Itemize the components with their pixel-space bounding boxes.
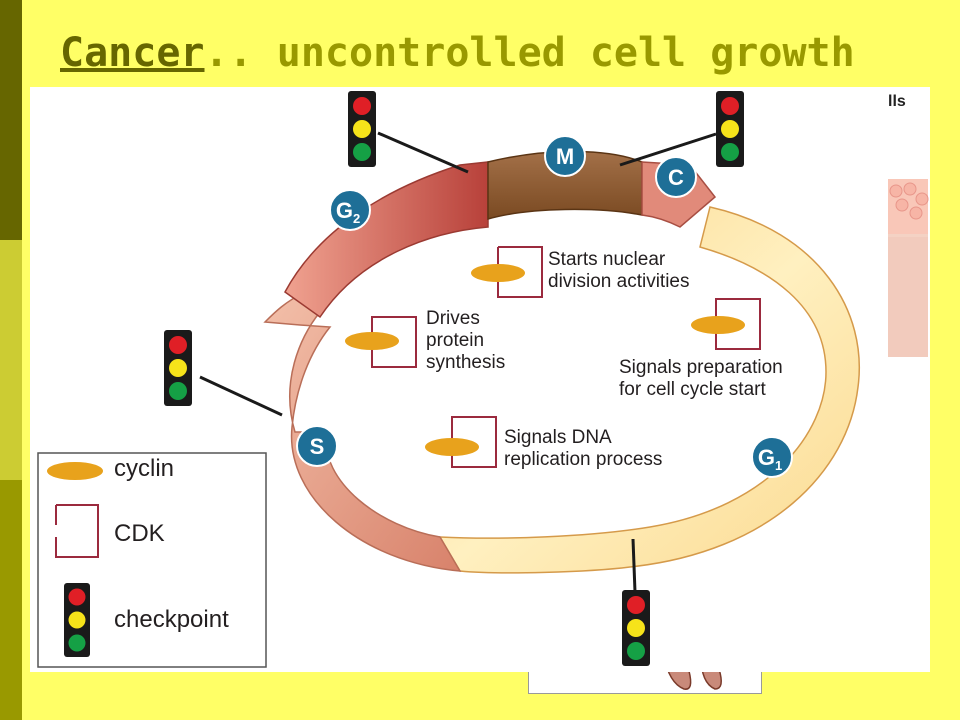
left-accent-bar-bottom (0, 480, 22, 720)
cdk-label-prep-text: Signals preparation for cell cycle start (619, 357, 783, 400)
legend-checkpoint-label: checkpoint (114, 606, 229, 633)
phase-s-arc (263, 291, 462, 572)
legend-box (37, 452, 267, 668)
phase-label-s: S (310, 434, 325, 459)
legend-cdk-swatch (55, 504, 99, 558)
phase-badge-m (544, 135, 586, 177)
phase-badge-s (296, 425, 338, 467)
tissue-photo-strip (888, 179, 929, 357)
cyclin-protein (345, 332, 399, 350)
legend-cdk-label: CDK (114, 520, 165, 547)
cell-cycle-diagram: M C G2 S G1 (30, 87, 930, 672)
cyclin-dna (425, 438, 479, 456)
clipped-caption: lls (888, 93, 906, 110)
legend-cyclin-label: cyclin (114, 455, 175, 482)
cdk-label-prep: Signals preparation for cell cycle start (619, 357, 783, 401)
cyclin-nuclear (471, 264, 525, 282)
checkpoint-light-bottom (622, 590, 650, 666)
checkpoint-light-top-right (716, 91, 744, 167)
slide-title: Cancer.. uncontrolled cell growth (60, 30, 855, 76)
cyclin-prep (691, 316, 745, 334)
title-rest: .. uncontrolled cell growth (204, 30, 855, 76)
legend-checkpoint-swatch (64, 583, 90, 657)
cdk-protein (371, 316, 417, 368)
cdk-label-dna: Signals DNA replication process (504, 427, 662, 471)
legend-cyclin-swatch (47, 462, 103, 480)
cdk-label-nuclear-text: Starts nuclear division activities (548, 249, 690, 292)
checkpoint-light-left (164, 330, 192, 406)
checkpoint-line-g1 (631, 538, 637, 593)
left-accent-bar-top (0, 0, 22, 240)
phase-label-m: M (556, 144, 574, 169)
checkpoint-light-top-left (348, 91, 376, 167)
cdk-label-protein-text: Drives protein synthesis (426, 308, 506, 373)
phase-badge-c (655, 156, 697, 198)
phase-badge-g2 (329, 189, 371, 231)
cdk-label-protein: Drives protein synthesis (426, 308, 505, 374)
cell-cycle-panel: M C G2 S G1 (30, 87, 930, 672)
checkpoint-line-g2m (377, 131, 469, 174)
checkpoint-line-mc (619, 132, 717, 167)
cdk-label-dna-text: Signals DNA replication process (504, 427, 663, 470)
title-cancer: Cancer (60, 30, 205, 76)
cdk-label-nuclear: Starts nuclear division activities (548, 249, 690, 293)
left-accent-bar-middle (0, 240, 22, 480)
phase-label-c: C (668, 165, 684, 190)
checkpoint-lines (199, 131, 717, 593)
phase-badge-g1 (751, 436, 793, 478)
checkpoint-line-s (199, 375, 283, 417)
cyclin-shapes (345, 264, 745, 456)
